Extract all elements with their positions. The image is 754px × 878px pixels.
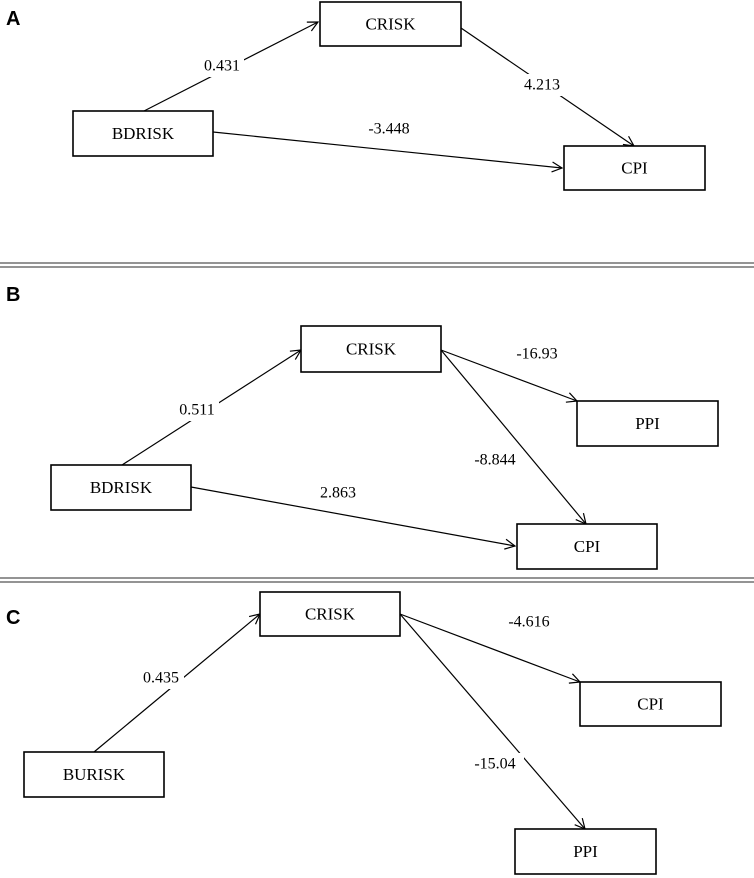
node-b-bdrisk: BDRISK (50, 464, 192, 511)
panel-label-a: A (6, 8, 20, 30)
svg-text:CRISK: CRISK (346, 340, 397, 359)
node-c-cpi: CPI (579, 681, 722, 727)
edge-c-crisk-ppi (399, 613, 585, 829)
panel-label-b: B (6, 284, 20, 306)
svg-text:CPI: CPI (574, 537, 601, 556)
svg-text:BDRISK: BDRISK (112, 124, 175, 143)
node-c-crisk: CRISK (259, 591, 401, 637)
coef-b-bdrisk-cpi: 2.863 (320, 485, 356, 502)
svg-text:CPI: CPI (637, 695, 664, 714)
coef-a-crisk-cpi: 4.213 (524, 77, 560, 94)
svg-text:CRISK: CRISK (365, 15, 416, 34)
coef-b-crisk-cpi: -8.844 (474, 452, 515, 469)
panel-a: A 0.431 4.213 -3.448 CRISK BDRISK CPI (6, 1, 706, 191)
svg-text:CPI: CPI (621, 159, 648, 178)
node-b-ppi: PPI (576, 400, 719, 447)
node-b-cpi: CPI (516, 523, 658, 570)
node-c-ppi: PPI (514, 828, 657, 875)
edge-c-crisk-cpi (399, 613, 580, 682)
coef-c-crisk-ppi: -15.04 (474, 756, 515, 773)
node-b-crisk: CRISK (300, 325, 442, 373)
coef-b-bdrisk-crisk: 0.511 (179, 402, 214, 419)
panel-b: B 0.511 -16.93 -8.844 2.863 CRISK PPI B (6, 284, 719, 570)
panel-label-c: C (6, 607, 20, 629)
edge-a-bdrisk-cpi (212, 131, 562, 168)
panel-c: C 0.435 -4.616 -15.04 CRISK CPI BURISK (6, 591, 722, 875)
edge-b-crisk-ppi (440, 349, 577, 401)
separator-2 (0, 577, 754, 583)
svg-text:BDRISK: BDRISK (90, 478, 153, 497)
svg-text:PPI: PPI (635, 414, 660, 433)
coef-c-burisk-crisk: 0.435 (143, 670, 179, 687)
node-a-cpi: CPI (563, 145, 706, 191)
svg-text:PPI: PPI (573, 842, 598, 861)
coef-a-bdrisk-cpi: -3.448 (368, 121, 409, 138)
edge-b-crisk-cpi (440, 349, 586, 524)
svg-text:BURISK: BURISK (63, 765, 126, 784)
edge-b-bdrisk-cpi (190, 486, 515, 546)
coef-a-bdrisk-crisk: 0.431 (204, 58, 240, 75)
coef-b-crisk-ppi: -16.93 (516, 346, 557, 363)
svg-text:CRISK: CRISK (305, 605, 356, 624)
node-a-bdrisk: BDRISK (72, 110, 214, 157)
separator-1 (0, 262, 754, 268)
node-a-crisk: CRISK (319, 1, 462, 47)
node-c-burisk: BURISK (23, 751, 165, 798)
coef-c-crisk-cpi: -4.616 (508, 614, 549, 631)
